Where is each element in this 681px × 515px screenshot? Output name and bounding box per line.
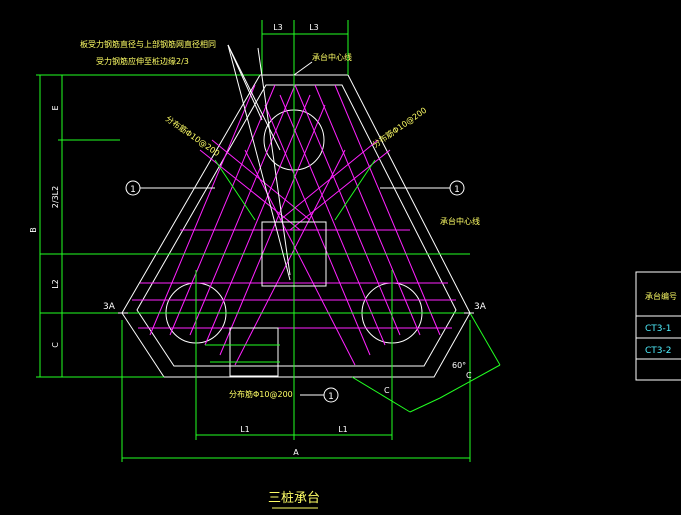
dim-bottom [121,320,471,462]
dim-left-total-label: B [29,227,38,233]
rebar-left-edge [149,84,346,366]
section-marker-left: 3A [103,302,116,312]
dim-bottom-right-label: L1 [338,425,348,434]
column-rectangles [229,221,327,377]
dim-top-left-label: L3 [273,23,283,32]
distribution-bottom-label: 分布筋Φ10@200 [229,389,293,399]
svg-text:1: 1 [130,185,136,195]
dim-left-seg2-label: 2/3L2 [51,186,60,208]
note-leaders [227,44,313,281]
dim-top-right-label: L3 [309,23,319,32]
table-header: 承台编号 [645,291,677,301]
svg-text:1: 1 [328,392,334,402]
callout-right: 1 [380,180,465,196]
rebar-note-line2: 受力钢筋应伸至桩边缘2/3 [96,56,189,66]
table-row: CT3-1 [645,324,671,334]
dim-angle-label: 60° [452,361,466,370]
drawing-title: 三桩承台 [268,491,320,506]
dim-left-seg4-label: C [51,342,60,348]
pile-cap-inner-outline [136,84,457,367]
distribution-left-label: 分布筋Φ10@200 [164,113,222,158]
pile-cap-table: 承台编号 CT3-1 CT3-2 [635,271,681,381]
center-line-top-label: 承台中心线 [312,52,352,62]
dim-left-seg1-label: E [51,105,60,110]
dim-top [261,30,349,38]
dim-right-skew [351,312,501,413]
dim-edge-c-left-label: C [384,386,390,395]
dim-left-seg3-label: L2 [51,279,60,289]
rebar-note-line1: 板受力钢筋直径与上部钢筋网直径相同 [80,39,216,49]
dim-edge-c-right-label: C [466,371,472,380]
distribution-right-label: 分布筋Φ10@200 [370,105,428,150]
dim-bottom-total-label: A [293,448,299,457]
center-line-right-label: 承台中心线 [440,216,480,226]
dim-left [36,74,260,378]
svg-text:1: 1 [454,185,460,195]
callout-bottom: 1 [300,387,339,403]
callout-left: 1 [125,180,215,196]
dim-bottom-left-label: L1 [240,425,250,434]
rebar-detail-marks [205,159,376,363]
table-row: CT3-2 [645,346,671,356]
section-marker-right: 3A [474,302,487,312]
